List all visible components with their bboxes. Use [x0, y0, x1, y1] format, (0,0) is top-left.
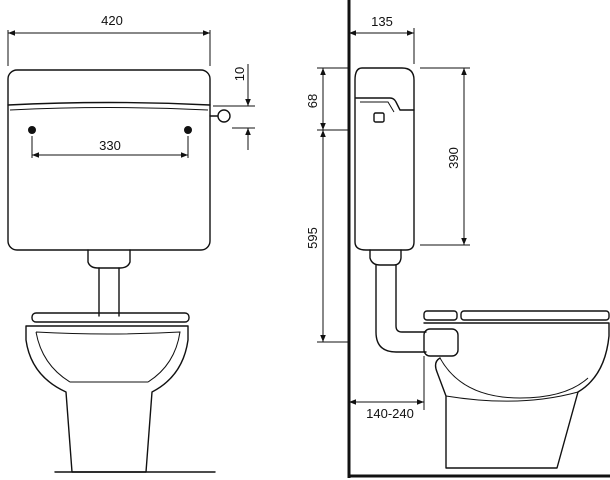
side-flush-pipe-inner [395, 264, 427, 333]
front-toilet-seat [31, 312, 190, 323]
side-tank-lid [355, 97, 415, 111]
side-bowl-inner [439, 357, 589, 399]
front-mount-hole-right [184, 126, 192, 134]
side-pipe-connector [423, 328, 459, 357]
side-toilet-seat [460, 310, 610, 321]
dim-hole-spacing: 330 [99, 138, 121, 153]
side-view [347, 0, 610, 478]
front-dimensions: 420 330 10 [7, 13, 255, 158]
dim-wall-distance: 140-240 [366, 406, 414, 421]
dim-tank-depth: 135 [371, 14, 393, 29]
side-dimensions: 135 390 68 595 140-240 [305, 14, 470, 421]
dim-button-offset: 10 [232, 67, 247, 81]
front-tank-lid-seam [7, 101, 211, 106]
front-tank-body [7, 69, 211, 251]
side-flush-button [373, 112, 385, 123]
side-tank-body [354, 67, 415, 251]
front-toilet-bowl [25, 325, 189, 473]
side-bowl-foot-line [445, 391, 579, 402]
front-outlet-neck [87, 249, 131, 269]
front-bowl-rim [35, 331, 181, 383]
front-tank-lid-seam-inner [9, 107, 209, 111]
front-flush-knob [217, 109, 231, 123]
side-outlet-neck [369, 249, 402, 266]
front-mount-hole-left [28, 126, 36, 134]
dim-lid-height: 68 [305, 94, 320, 108]
dim-mount-height: 595 [305, 227, 320, 249]
side-tank-lid-inner [360, 101, 395, 113]
side-seat-hinge [423, 310, 458, 321]
dim-tank-width: 420 [101, 13, 123, 28]
dim-tank-height: 390 [446, 147, 461, 169]
side-flush-pipe-outer [375, 264, 427, 353]
side-toilet-bowl [423, 322, 610, 469]
front-view [7, 69, 231, 473]
